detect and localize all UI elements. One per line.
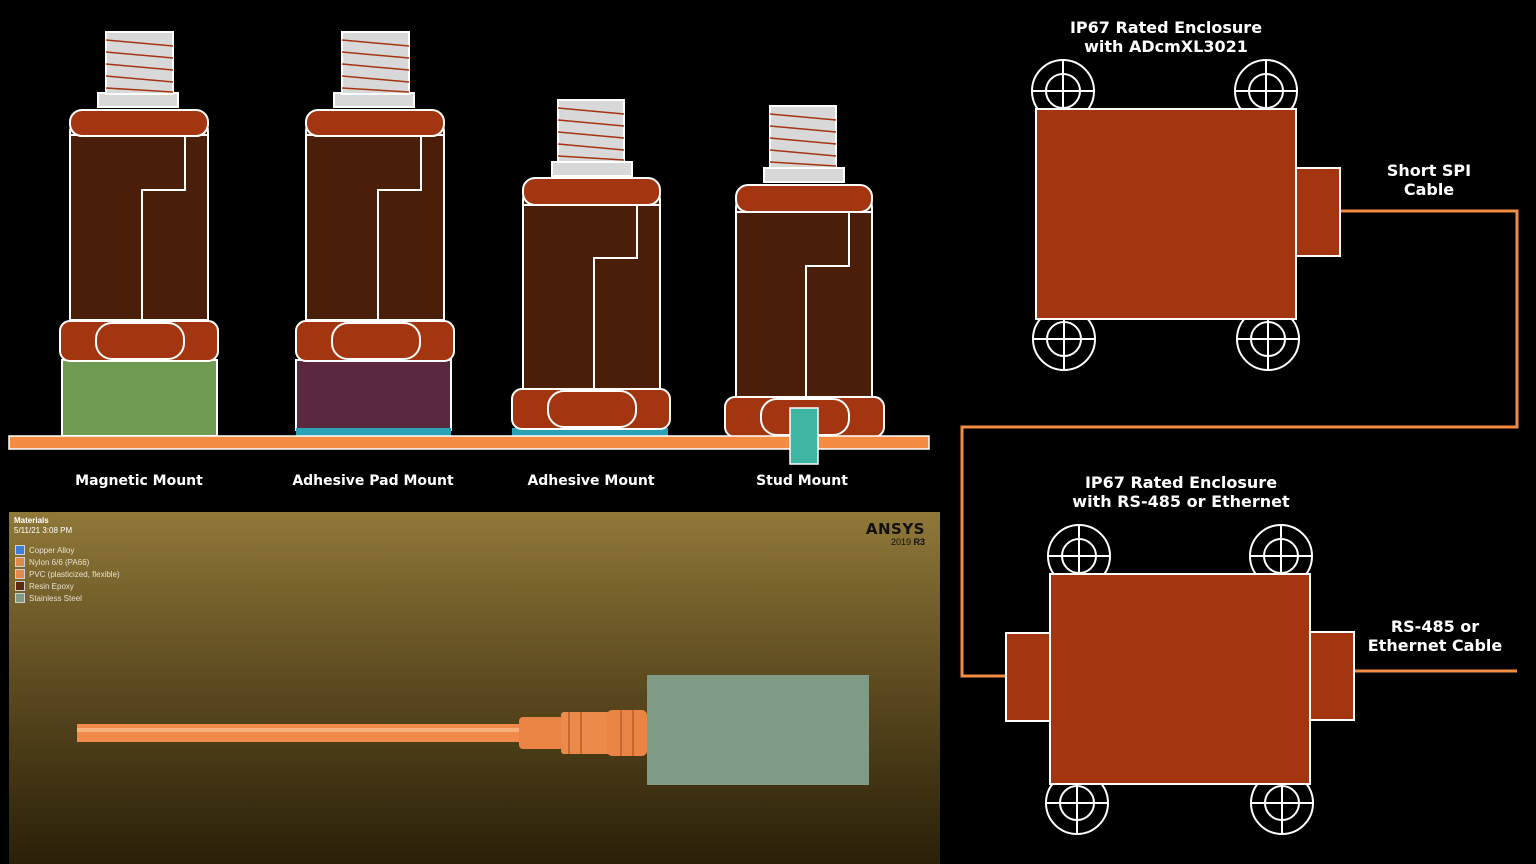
sensor-cap xyxy=(69,109,209,137)
mount-hole-icon xyxy=(1031,59,1095,123)
thread-collar xyxy=(763,167,845,183)
swatch xyxy=(15,581,25,591)
cable-wires xyxy=(960,209,1519,678)
magnet-base xyxy=(61,359,218,437)
legend-item: Nylon 6/6 (PA66) xyxy=(15,556,120,568)
mount-label-adhesive: Adhesive Mount xyxy=(527,473,655,489)
sensor-cap xyxy=(305,109,445,137)
thread-collar xyxy=(333,92,415,108)
enclosure-top xyxy=(1031,59,1341,371)
mount-label-stud: Stud Mount xyxy=(756,473,848,489)
legend-item: Stainless Steel xyxy=(15,592,120,604)
legend-item: Resin Epoxy xyxy=(15,580,120,592)
legend-item: PVC (plasticized, flexible) xyxy=(15,568,120,580)
sensor-body xyxy=(69,113,209,321)
thread-collar xyxy=(551,161,633,177)
sensor-cap xyxy=(735,184,873,213)
mount-label-adhesive-pad: Adhesive Pad Mount xyxy=(292,473,454,489)
pvc-cable xyxy=(77,724,527,742)
ansys-viewport: Materials 5/11/21 3:08 PM Copper Alloy N… xyxy=(9,512,940,864)
swatch xyxy=(15,593,25,603)
enclosure-top-title: IP67 Rated Enclosure with ADcmXL3021 xyxy=(1069,18,1263,56)
mount-hole-icon xyxy=(1047,524,1111,588)
cable-label-rs485: RS-485 or Ethernet Cable xyxy=(1367,617,1503,655)
ansys-logo: ANSYS 2019 R3 xyxy=(865,520,925,547)
spi-connector xyxy=(1294,167,1341,257)
sensor-body xyxy=(522,181,661,391)
connector-tip xyxy=(607,710,647,756)
adhesive-pad xyxy=(295,359,452,431)
right-connector xyxy=(1308,631,1355,721)
connector-nut xyxy=(519,717,564,749)
sensor-adhesive xyxy=(511,99,671,436)
materials-legend: Copper Alloy Nylon 6/6 (PA66) PVC (plast… xyxy=(15,544,120,604)
mount-label-magnetic: Magnetic Mount xyxy=(75,473,203,489)
mount-hole-icon xyxy=(1249,524,1313,588)
sensor-adhesive-pad xyxy=(295,31,455,436)
swatch xyxy=(15,569,25,579)
adhesive-layer xyxy=(512,428,668,436)
enclosure-bottom xyxy=(1005,524,1355,835)
sensor-body xyxy=(305,113,445,321)
enclosure-bottom-title: IP67 Rated Enclosure with RS-485 or Ethe… xyxy=(1072,473,1290,511)
enclosure-box xyxy=(1049,573,1311,785)
ansys-version: 2019 R3 xyxy=(890,537,925,547)
swatch xyxy=(15,545,25,555)
sensor-body xyxy=(735,187,873,399)
sensor-cap xyxy=(522,177,661,206)
steel-enclosure xyxy=(647,675,869,785)
mounting-surface xyxy=(8,435,930,450)
sensor-magnetic xyxy=(59,31,219,437)
left-connector xyxy=(1005,632,1052,722)
thread-collar xyxy=(97,92,179,108)
ansys-header: Materials 5/11/21 3:08 PM xyxy=(14,516,73,535)
cable-label-spi: Short SPI Cable xyxy=(1386,161,1472,199)
ansys-model xyxy=(77,675,869,785)
mounting-stud xyxy=(789,407,819,465)
sensor-stud xyxy=(724,105,885,438)
swatch xyxy=(15,557,25,567)
enclosure-box xyxy=(1035,108,1297,320)
connector-body xyxy=(561,712,611,754)
short-spi-cable xyxy=(960,209,1519,678)
legend-item: Copper Alloy xyxy=(15,544,120,556)
mount-hole-icon xyxy=(1236,307,1300,371)
